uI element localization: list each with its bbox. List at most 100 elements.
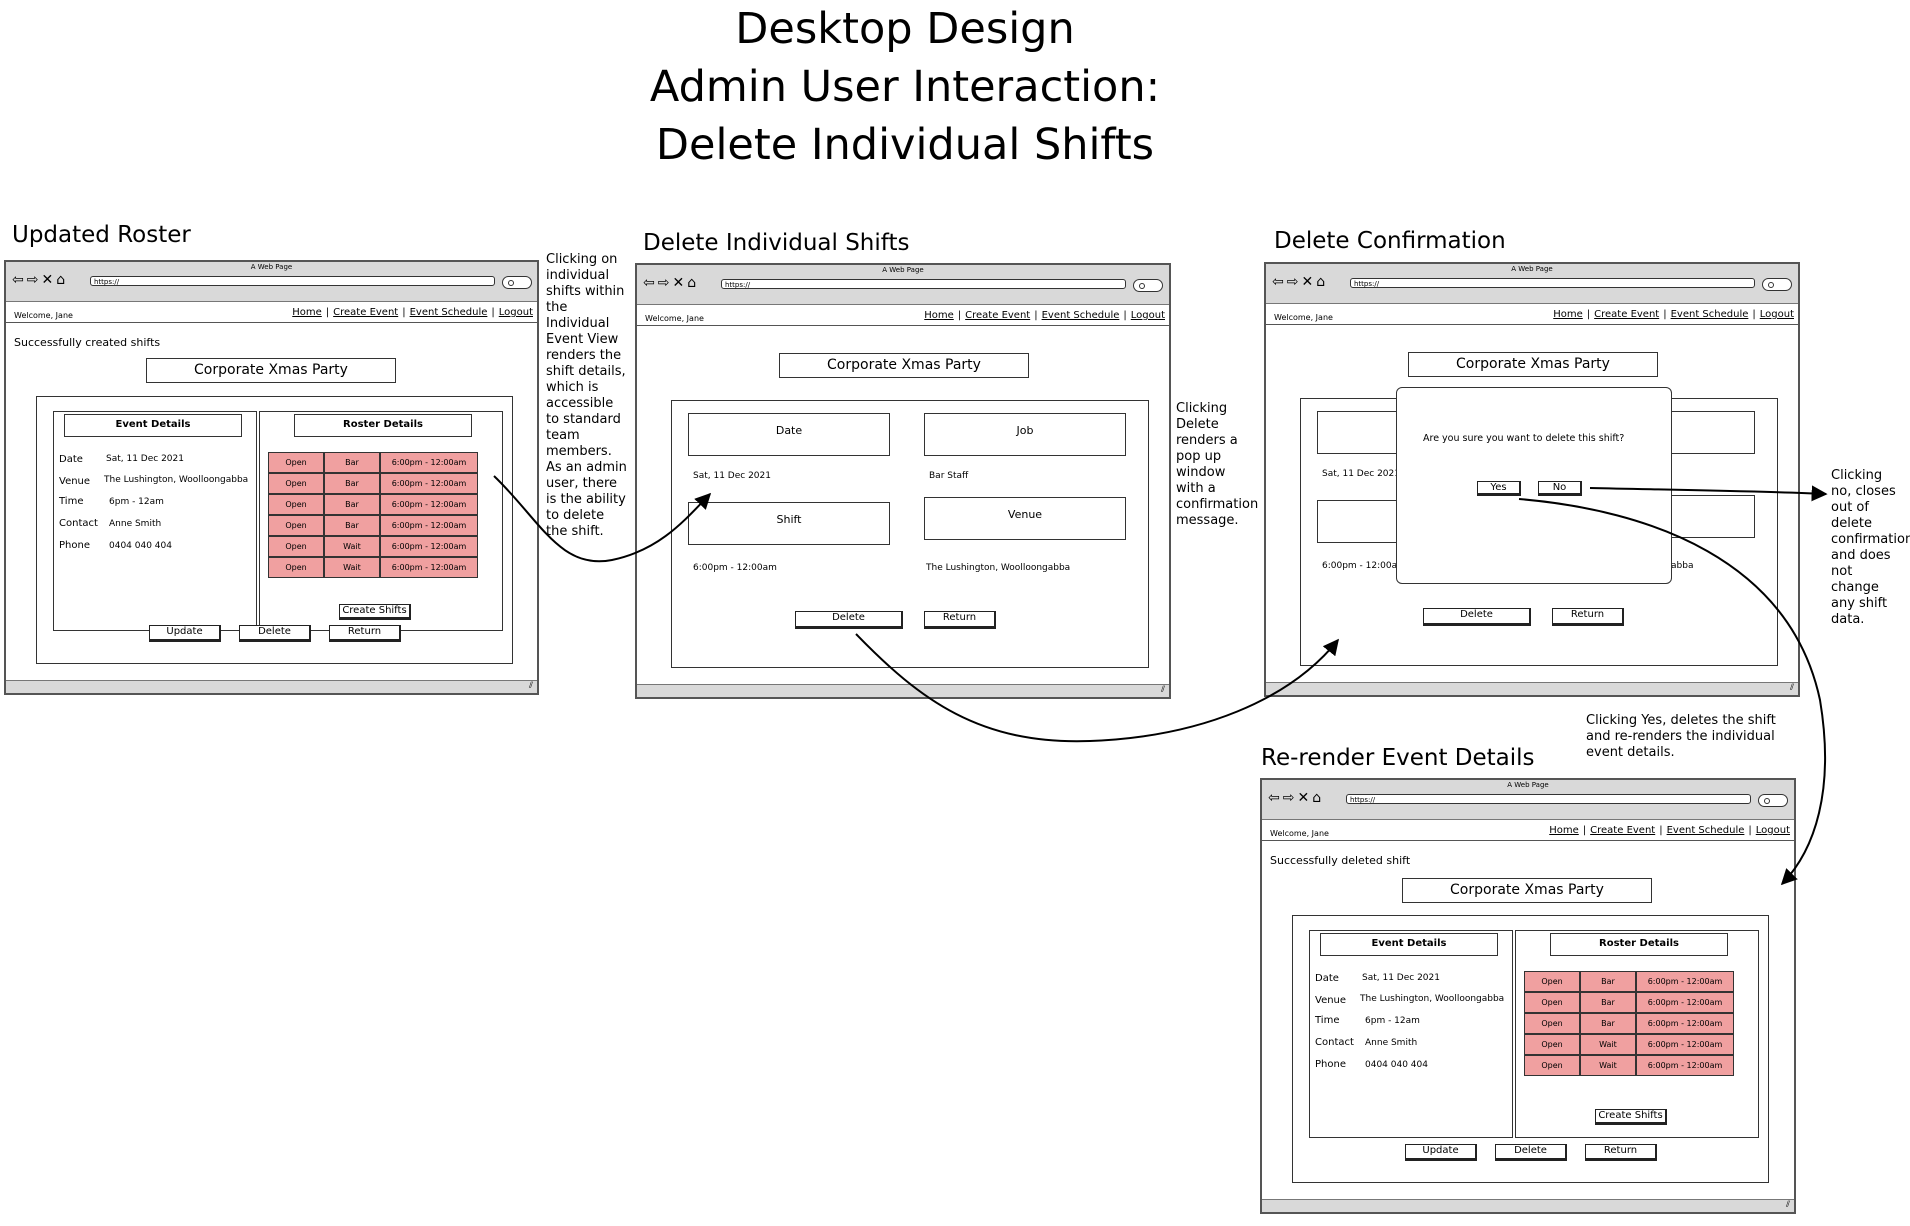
roster-cell-status: Open <box>268 452 324 473</box>
roster-cell-status: Open <box>1524 1034 1580 1055</box>
nav-create-event: Create Event <box>333 307 399 318</box>
welcome-text: Welcome, Jane <box>1274 313 1333 322</box>
search-icon <box>1758 794 1788 807</box>
roster-cell-time: 6:00pm - 12:00am <box>380 557 478 578</box>
nav-links: Home|Create Event|Event Schedule|Logout <box>924 310 1165 321</box>
browser-nav-icons: ⇦⇨✕⌂ <box>1268 790 1325 806</box>
roster-cell-role: Bar <box>324 494 380 515</box>
event-details-panel: Event Details Date Sat, 11 Dec 2021 Venu… <box>1309 930 1513 1138</box>
roster-details-header: Roster Details <box>1550 933 1728 956</box>
nav-event-schedule: Event Schedule <box>409 307 488 318</box>
delete-shift-button[interactable]: Delete <box>795 611 903 629</box>
value-date: Sat, 11 Dec 2021 <box>1362 973 1440 983</box>
url-bar: https:// <box>1350 278 1755 288</box>
nav-home: Home <box>1553 309 1583 320</box>
roster-cell-time: 6:00pm - 12:00am <box>380 473 478 494</box>
roster-cell-role: Bar <box>324 452 380 473</box>
no-button[interactable]: No <box>1538 481 1582 496</box>
return-button[interactable]: Return <box>329 625 401 642</box>
create-shifts-button[interactable]: Create Shifts <box>339 604 411 620</box>
roster-cell-status: Open <box>268 557 324 578</box>
browser-page-title: A Web Page <box>882 266 924 274</box>
nav-logout: Logout <box>1755 825 1790 836</box>
shift-time-field: Shift <box>688 502 890 545</box>
delete-shift-button[interactable]: Delete <box>1423 608 1531 626</box>
value-contact: Anne Smith <box>1365 1038 1418 1048</box>
nav-links: Home|Create Event|Event Schedule|Logout <box>292 307 533 318</box>
return-button[interactable]: Return <box>1585 1144 1657 1161</box>
label-venue: Venue <box>59 476 91 487</box>
shift-time-value: 6:00pm - 12:00a <box>1322 561 1398 571</box>
roster-cell-role: Wait <box>324 557 380 578</box>
browser-chrome: A Web Page ⇦⇨✕⌂ https:// <box>1266 264 1798 304</box>
return-button[interactable]: Return <box>924 611 996 629</box>
note-clicking-yes: Clicking Yes, deletes the shift and re-r… <box>1586 713 1776 760</box>
nav-logout: Logout <box>1130 310 1165 321</box>
update-button[interactable]: Update <box>1405 1144 1477 1161</box>
url-bar: https:// <box>90 276 495 286</box>
browser-nav-icons: ⇦⇨✕⌂ <box>643 275 700 291</box>
url-bar: https:// <box>721 279 1126 289</box>
create-shifts-button[interactable]: Create Shifts <box>1595 1109 1667 1125</box>
roster-cell-time: 6:00pm - 12:00am <box>1636 1013 1734 1034</box>
nav-event-schedule: Event Schedule <box>1666 825 1745 836</box>
browser-page-title: A Web Page <box>250 263 293 271</box>
event-title: Corporate Xmas Party <box>1402 878 1652 903</box>
wireframe-window-rerender: A Web Page ⇦⇨✕⌂ https:// Welcome, Jane H… <box>1260 778 1796 1214</box>
browser-nav-icons: ⇦⇨✕⌂ <box>12 272 69 288</box>
wireframe-window-delete-confirmation: A Web Page ⇦⇨✕⌂ https:// Welcome, Jane H… <box>1264 262 1800 697</box>
value-time: 6pm - 12am <box>109 497 164 507</box>
nav-create-event: Create Event <box>1590 825 1656 836</box>
welcome-text: Welcome, Jane <box>14 311 73 320</box>
shift-job-field: Job <box>924 413 1126 456</box>
nav-logout: Logout <box>1759 309 1794 320</box>
value-time: 6pm - 12am <box>1365 1016 1420 1026</box>
note-clicking-no: Clicking no, closes out of delete confir… <box>1831 468 1910 627</box>
return-button[interactable]: Return <box>1552 608 1624 626</box>
shift-venue-value: The Lushington, Woolloongabba <box>926 563 1071 573</box>
browser-status-bar: ⫽ <box>637 684 1169 697</box>
roster-cell-status: Open <box>1524 971 1580 992</box>
nav-event-schedule: Event Schedule <box>1670 309 1749 320</box>
label-phone: Phone <box>1315 1059 1346 1070</box>
event-details-header: Event Details <box>64 414 242 437</box>
nav-event-schedule: Event Schedule <box>1041 310 1120 321</box>
shift-job-value: Bar Staff <box>929 471 969 481</box>
wireframe-window-delete-shifts: A Web Page ⇦⇨✕⌂ https:// Welcome, Jane H… <box>635 263 1171 699</box>
title-line-3: Delete Individual Shifts <box>655 120 1155 170</box>
event-container: Event Details Date Sat, 11 Dec 2021 Venu… <box>1292 915 1769 1183</box>
resize-grip-icon: ⫽ <box>1160 685 1165 695</box>
yes-button[interactable]: Yes <box>1477 481 1521 496</box>
label-phone: Phone <box>59 540 90 551</box>
browser-chrome: A Web Page ⇦⇨✕⌂ https:// <box>1262 780 1794 820</box>
event-title: Corporate Xmas Party <box>146 358 396 383</box>
shift-venue-value: abba <box>1671 561 1694 571</box>
nav-divider <box>637 325 1169 326</box>
nav-home: Home <box>292 307 322 318</box>
popup-question: Are you sure you want to delete this shi… <box>1423 433 1625 444</box>
update-button[interactable]: Update <box>149 625 221 642</box>
delete-button[interactable]: Delete <box>1495 1144 1567 1161</box>
value-venue: The Lushington, Woolloongabba <box>104 475 249 485</box>
roster-cell-role: Bar <box>324 473 380 494</box>
roster-cell-time: 6:00pm - 12:00am <box>380 536 478 557</box>
roster-cell-status: Open <box>268 473 324 494</box>
roster-cell-role: Wait <box>324 536 380 557</box>
welcome-text: Welcome, Jane <box>645 314 704 323</box>
label-date: Date <box>59 454 83 465</box>
shift-venue-field: Venue <box>924 497 1126 540</box>
delete-button[interactable]: Delete <box>239 625 311 642</box>
